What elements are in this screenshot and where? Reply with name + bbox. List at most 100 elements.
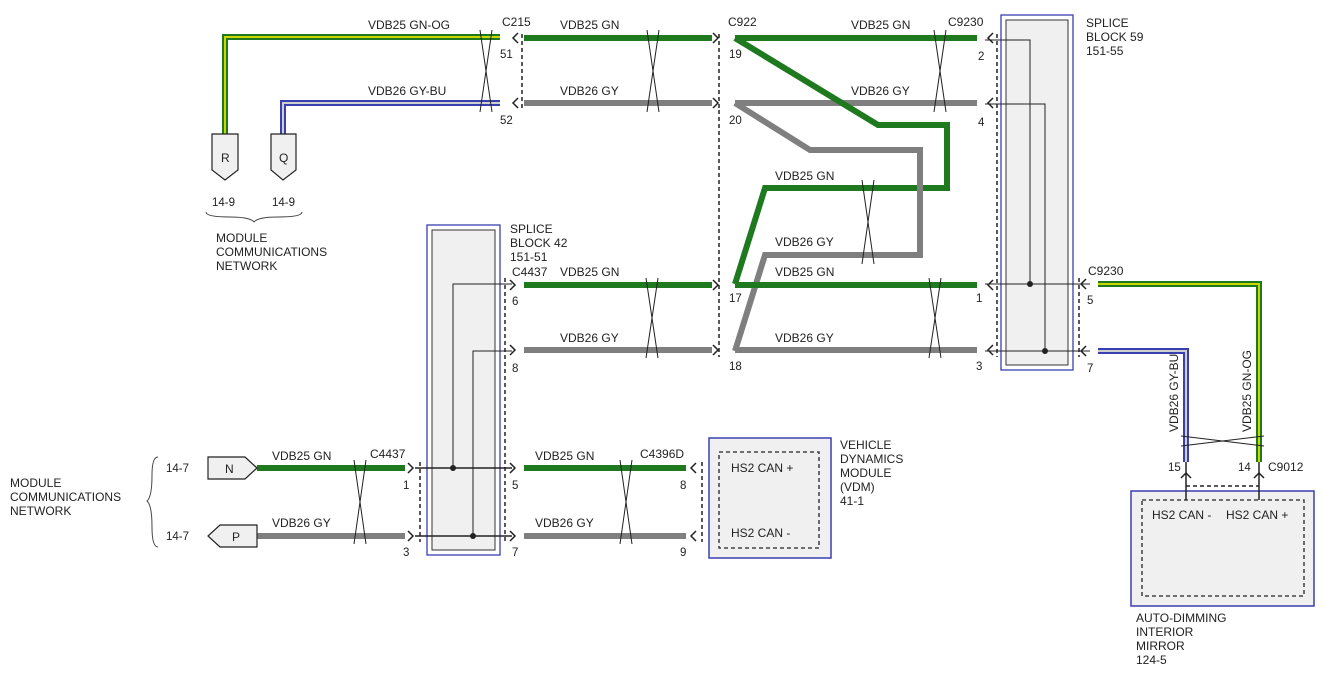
label-mid-gn1: VDB25 GN — [775, 169, 834, 183]
pin-18: 18 — [729, 361, 742, 373]
pin-51: 51 — [500, 49, 513, 61]
left-network-line2: COMMUNICATIONS — [10, 490, 121, 504]
connector-dash-lines — [419, 34, 1259, 542]
vdm-name-3: MODULE — [840, 466, 891, 480]
label-left-gn: VDB25 GN — [272, 449, 331, 463]
pin-6: 6 — [512, 296, 518, 308]
pin-8-vdm: 8 — [680, 480, 686, 492]
mirror-name-3: MIRROR — [1136, 639, 1185, 653]
connector-c922: C922 — [728, 15, 757, 29]
splice42-ref: 151-51 — [510, 250, 548, 264]
vdm-name-2: DYNAMICS — [840, 452, 903, 466]
brace-top — [205, 211, 303, 223]
label-vdm-gn: VDB25 GN — [535, 449, 594, 463]
pin-9-vdm: 9 — [680, 547, 686, 559]
top-network: R Q 14-9 14-9 MODULE COMMUNICATIONS NETW… — [205, 133, 327, 273]
connector-c4396d: C4396D — [640, 447, 684, 461]
left-network-line1: MODULE — [10, 476, 61, 490]
wires — [222, 34, 1262, 539]
pin-17: 17 — [729, 293, 742, 305]
brace-left — [146, 456, 159, 548]
pin-1-left: 1 — [403, 480, 409, 492]
wire-gy-20-to-18 — [732, 100, 923, 352]
connector-c9230-right: C9230 — [1088, 264, 1124, 278]
connector-p-ref: 14-7 — [166, 531, 189, 543]
splice-block-42: SPLICE BLOCK 42 151-51 — [415, 222, 568, 556]
pin-3-right: 3 — [976, 361, 982, 373]
label-top-gybu: VDB26 GY-BU — [368, 84, 446, 98]
label-sb42-gn: VDB25 GN — [560, 265, 619, 279]
connector-p-letter: P — [232, 530, 240, 544]
vdm-pin-plus: HS2 CAN + — [731, 461, 793, 475]
pin-1-right: 1 — [976, 293, 982, 305]
connector-r-ref: 14-9 — [212, 197, 235, 209]
vdm-ref: 41-1 — [840, 494, 864, 508]
splice59-title-1: SPLICE — [1086, 16, 1129, 30]
label-c922-gn: VDB25 GN — [851, 18, 910, 32]
connector-r-shape — [211, 133, 239, 181]
vdm-name-1: VEHICLE — [840, 438, 891, 452]
label-mirror-gnog: VDB25 GN-OG — [1240, 350, 1254, 432]
connector-c4437-left: C4437 — [370, 447, 406, 461]
wire-labels: VDB25 GN-OG VDB26 GY-BU VDB25 GN VDB26 G… — [272, 18, 1254, 530]
splice59-ref: 151-55 — [1086, 44, 1124, 58]
pin-14: 14 — [1238, 462, 1251, 474]
label-c922-gy: VDB26 GY — [851, 84, 910, 98]
pin-numbers: 51 52 19 20 2 4 6 8 17 18 1 3 5 7 1 3 5 … — [403, 49, 1251, 559]
mirror-pin-plus: HS2 CAN + — [1226, 508, 1288, 522]
mirror-ref: 124-5 — [1136, 653, 1167, 667]
splice42-title-2: BLOCK 42 — [510, 236, 568, 250]
connector-c4437-top: C4437 — [512, 265, 548, 279]
pin-3-left: 3 — [403, 547, 409, 559]
splice-block-59: SPLICE BLOCK 59 151-55 — [985, 14, 1144, 371]
connector-q-ref: 14-9 — [272, 197, 295, 209]
wire-gn-19-to-17 — [732, 35, 950, 285]
label-mid-gy1: VDB26 GY — [775, 235, 834, 249]
pin-5-right: 5 — [1087, 295, 1093, 307]
mirror-name-2: INTERIOR — [1136, 625, 1194, 639]
label-mid-gn2: VDB25 GN — [775, 265, 834, 279]
connector-q-letter: Q — [279, 151, 288, 165]
label-mirror-gybu: VDB26 GY-BU — [1167, 354, 1181, 432]
splice59-title-2: BLOCK 59 — [1086, 30, 1144, 44]
twist-marks — [353, 29, 1265, 545]
pin-chevrons — [407, 32, 1265, 542]
pin-19: 19 — [729, 49, 742, 61]
top-network-line3: NETWORK — [216, 259, 277, 273]
connector-q-shape — [270, 133, 297, 181]
connector-c215: C215 — [502, 15, 531, 29]
connector-c9230-top: C9230 — [948, 15, 984, 29]
vdm-name-4: (VDM) — [840, 480, 875, 494]
top-network-line2: COMMUNICATIONS — [216, 245, 327, 259]
pin-20: 20 — [729, 115, 742, 127]
mirror-pin-minus: HS2 CAN - — [1152, 508, 1211, 522]
connector-n-letter: N — [225, 462, 234, 476]
label-c215-gy: VDB26 GY — [560, 84, 619, 98]
mirror-name-1: AUTO-DIMMING — [1136, 611, 1226, 625]
vdm-module: HS2 CAN + HS2 CAN - VEHICLE DYNAMICS MOD… — [708, 437, 903, 559]
pin-2: 2 — [978, 51, 984, 63]
mirror-module: HS2 CAN - HS2 CAN + AUTO-DIMMING INTERIO… — [1130, 462, 1315, 667]
top-network-line1: MODULE — [216, 231, 267, 245]
label-vdm-gy: VDB26 GY — [535, 516, 594, 530]
pin-7-right: 7 — [1087, 363, 1093, 375]
connector-r-letter: R — [221, 151, 230, 165]
pin-5-mid: 5 — [512, 480, 518, 492]
wire-vdb25-gnog-top — [222, 34, 500, 134]
pin-15: 15 — [1168, 462, 1181, 474]
splice42-title-1: SPLICE — [510, 222, 553, 236]
label-top-gnog: VDB25 GN-OG — [368, 18, 450, 32]
pin-8: 8 — [512, 363, 518, 375]
label-mid-gy2: VDB26 GY — [775, 331, 834, 345]
label-c215-gn: VDB25 GN — [560, 18, 619, 32]
pin-52: 52 — [500, 115, 513, 127]
connector-names: C215 C922 C9230 C9230 C4437 C4437 C4396D… — [370, 15, 1304, 474]
pin-7-mid: 7 — [512, 547, 518, 559]
connector-c9012: C9012 — [1268, 460, 1304, 474]
vdm-pin-minus: HS2 CAN - — [731, 526, 790, 540]
left-network: N P 14-7 14-7 MODULE COMMUNICATIONS NETW… — [10, 456, 258, 548]
connector-n-shape — [207, 456, 258, 480]
pin-4: 4 — [978, 117, 985, 129]
connector-p-shape — [207, 524, 258, 548]
